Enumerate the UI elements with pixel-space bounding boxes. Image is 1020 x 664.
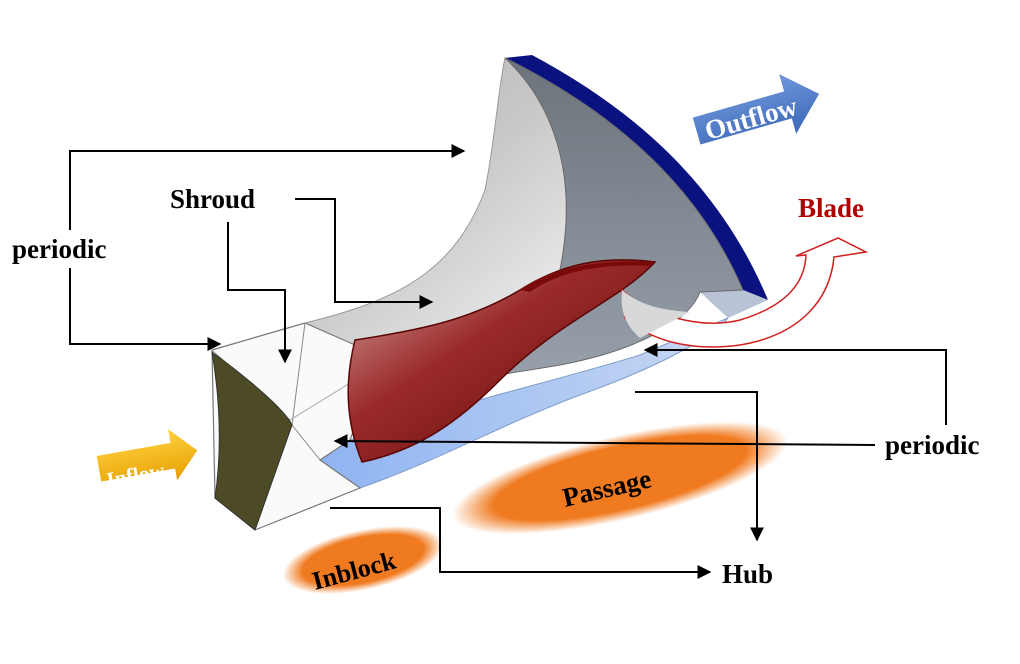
outflow-label: Outflow <box>701 91 801 146</box>
periodic-left-leader <box>69 144 466 230</box>
blade-arrow-icon <box>621 237 869 348</box>
shroud-leader-right <box>295 198 434 309</box>
blade-surface <box>347 259 657 463</box>
outlet-face <box>505 55 768 300</box>
shroud-label: Shroud <box>170 184 255 214</box>
outflow-arrow-icon <box>692 74 820 145</box>
blade-label: Blade <box>798 193 864 223</box>
periodic-right-label: periodic <box>885 430 980 460</box>
periodic-left-label: periodic <box>12 234 107 264</box>
hub-leader-inblock <box>330 507 712 579</box>
shroud-leader-down <box>227 222 292 364</box>
inlet-face <box>211 350 293 531</box>
hub-leader-passage <box>635 391 764 542</box>
inblock-zone-ellipse <box>282 526 444 594</box>
outlet-side-face <box>700 290 768 318</box>
periodic-left-leader-lower <box>69 268 222 351</box>
periodic-right-leader-upper <box>643 343 947 425</box>
passage-zone-ellipse <box>452 421 788 535</box>
inflow-arrow-icon <box>96 429 198 482</box>
periodic-right-leader-lower <box>333 434 876 449</box>
hub-label: Hub <box>722 559 773 589</box>
